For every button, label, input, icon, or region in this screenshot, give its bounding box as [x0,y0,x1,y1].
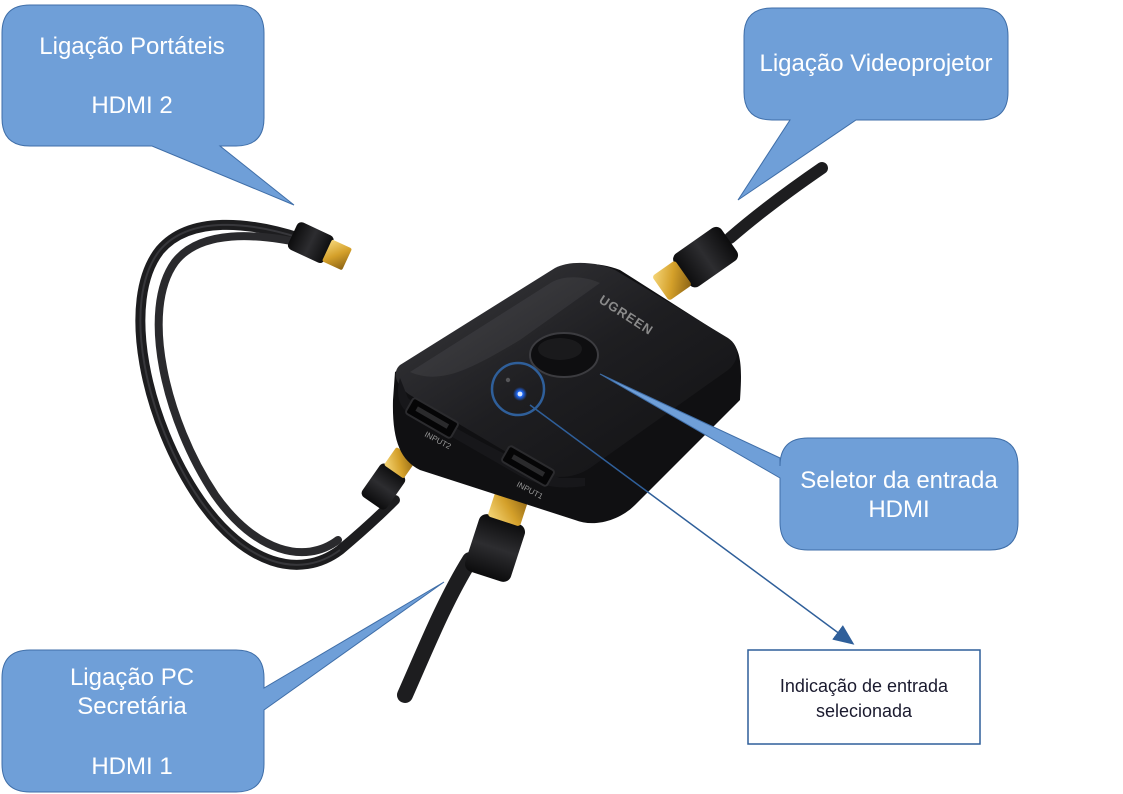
callout-laptops-line1: Ligação Portáteis [39,33,224,60]
callout-pc: Ligação PC Secretária HDMI 1 [1,581,445,793]
hdmi-port-input1[interactable] [501,445,555,487]
projector-hdmi-cable [653,162,828,300]
callout-projector-line1: Ligação Videoprojetor [759,50,992,77]
hdmi-plug-laptop-end [287,222,352,270]
callout-pc-line1: Ligação PC [70,664,194,691]
indicator-label-box: Indicação de entrada selecionada [747,649,981,745]
callout-selector: Seletor da entrada HDMI [599,373,1019,551]
callout-pc-line2: Secretária [77,693,187,720]
hdmi-plug-projector [653,226,739,300]
callout-selector-line1: Seletor da entrada [800,467,998,494]
status-led-input2 [505,377,511,383]
hdmi-switch-device: UGREEN INPUT2 INPUT1 [392,262,741,524]
callout-pc-line3: HDMI 1 [91,753,172,780]
callout-selector-line2: HDMI [868,496,929,523]
pc-hdmi-cable [397,488,529,703]
indicator-box-line1: Indicação de entrada [780,676,949,696]
hdmi-port-input2[interactable] [405,397,459,439]
callout-projector: Ligação Videoprojetor [737,7,1009,201]
input-selector-button[interactable] [529,332,599,378]
callout-laptops-line2: HDMI 2 [91,92,172,119]
indicator-box-line2: selecionada [816,701,913,721]
callout-laptops: Ligação Portáteis HDMI 2 [1,4,295,206]
led-highlight-circle [490,361,546,417]
coiled-hdmi-cable [135,219,400,570]
indicator-arrow [529,404,855,645]
